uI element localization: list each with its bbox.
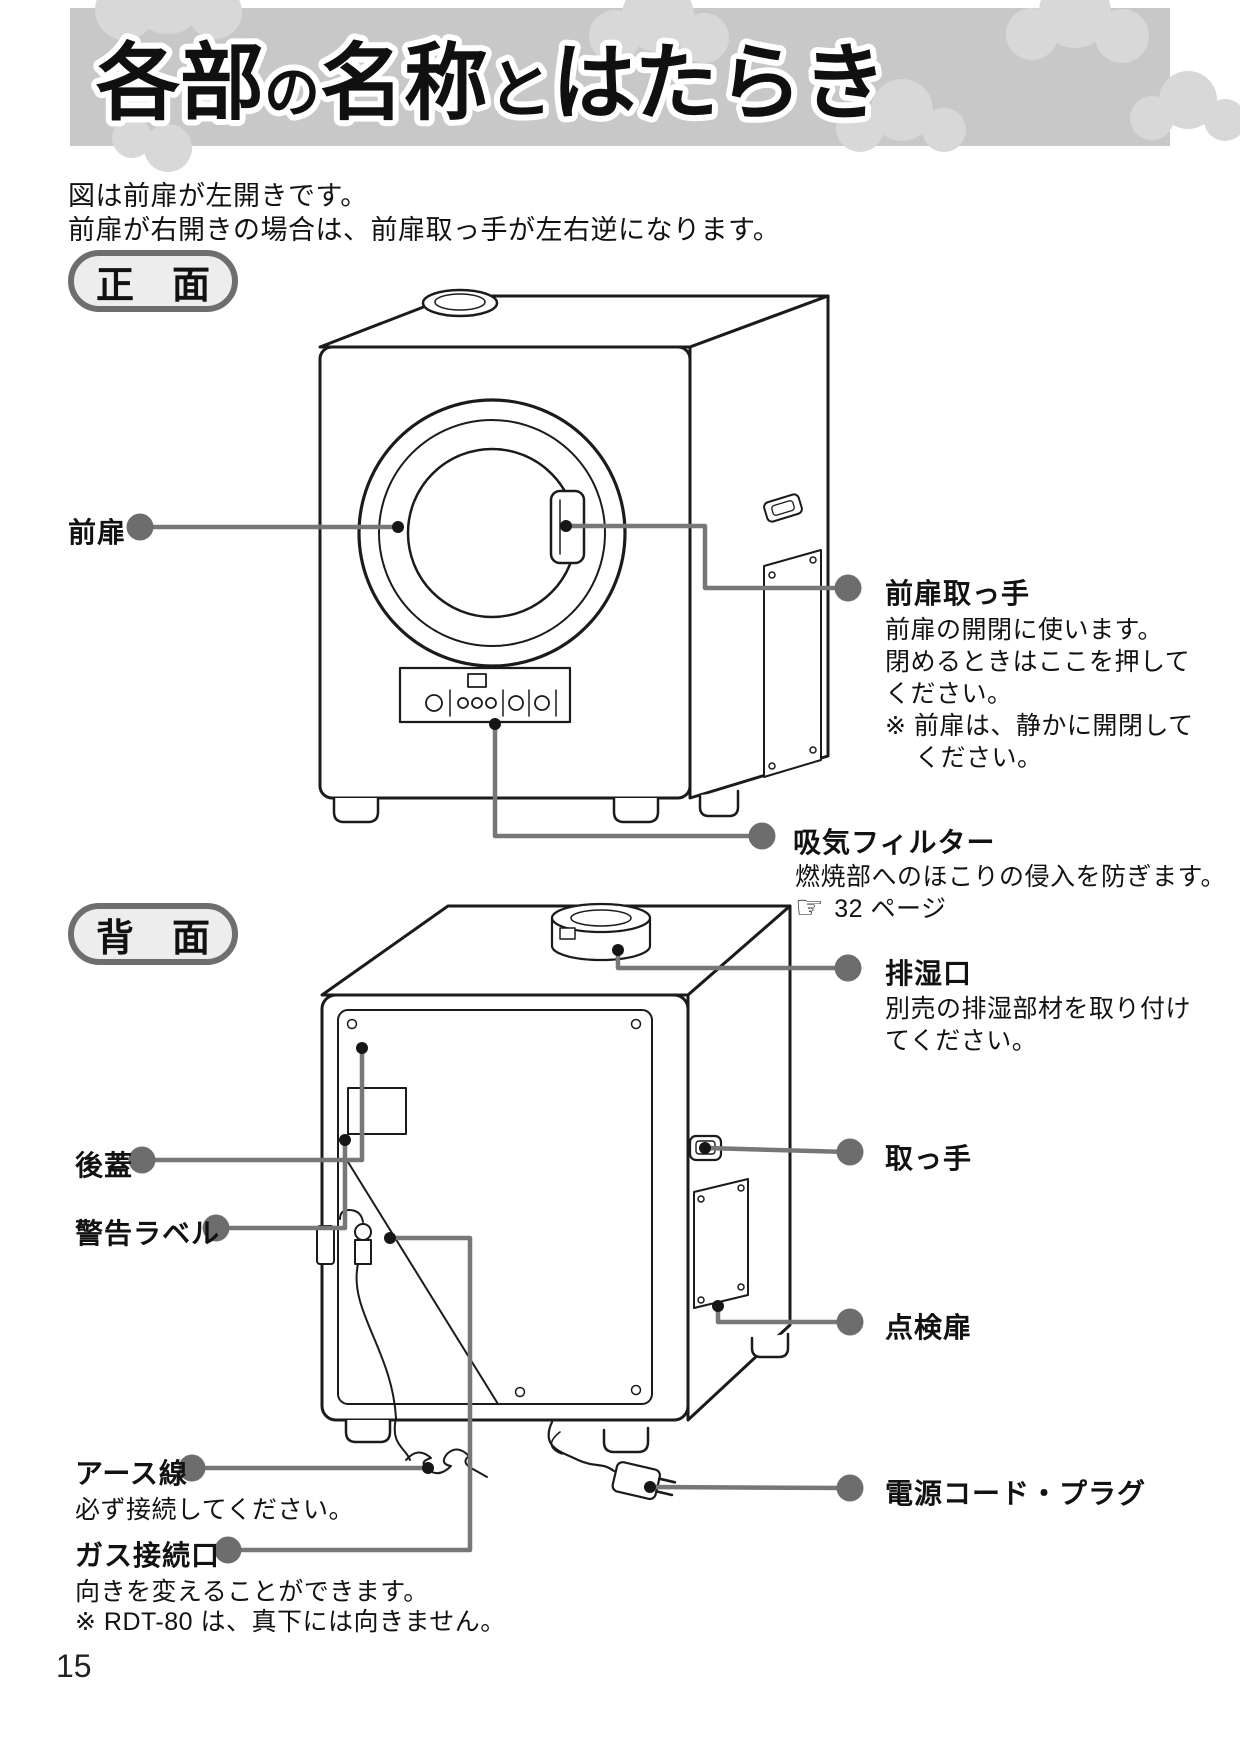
intake-filter-label: 吸気フィルター [793, 827, 996, 858]
exhaust-port-desc-2: てください。 [885, 1027, 1038, 1055]
back-foot-left [344, 1418, 392, 1444]
door-handle-desc-1: 前扉の開閉に使います。 [885, 616, 1164, 644]
earth-wire-desc: 必ず接続してください。 [75, 1496, 355, 1524]
leader-gas-connection [232, 1235, 473, 1553]
door-handle-label: 前扉取っ手 [885, 578, 1031, 609]
target-dots [339, 520, 724, 1493]
front-face [318, 345, 692, 800]
exhaust-port-shape [550, 902, 652, 962]
page-title: 各部の名称とはたらき [96, 36, 886, 130]
gas-connection-desc-1: 向きを変えることができます。 [75, 1578, 429, 1606]
exhaust-port-desc-1: 別売の排湿部材を取り付け [885, 995, 1192, 1023]
back-face [320, 993, 690, 1422]
inspection-door-shape [693, 1178, 749, 1309]
door-handle-note-1: ※ 前扉は、静かに開閉して [885, 712, 1194, 740]
back-view-badge: 背 面 [68, 903, 238, 965]
earth-wire-label: アース線 [75, 1458, 188, 1489]
warning-label-shape [347, 1087, 407, 1135]
back-foot-side [750, 1332, 790, 1359]
side-service-panel [763, 549, 822, 778]
front-view-badge: 正 面 [68, 250, 238, 312]
leader-door-handle [566, 523, 846, 591]
pointing-hand-icon: ☞ [795, 889, 825, 925]
title-banner: 各部の名称とはたらき [70, 0, 1240, 172]
front-foot-side [698, 789, 740, 818]
power-cord-label: 電源コード・プラグ [885, 1478, 1147, 1509]
title-part-kakubu: 各部 [96, 36, 264, 130]
intake-filter-desc: 燃焼部へのほこりの侵入を防ぎます。 [795, 863, 1227, 891]
title-part-to: と [488, 54, 552, 126]
back-cover-panel [337, 1009, 653, 1405]
page-number: 15 [56, 1648, 92, 1684]
side-bracket-shape [316, 1225, 335, 1265]
cloud-decorations [95, 0, 1240, 172]
intro-line-1: 図は前扉が左開きです。 [68, 181, 368, 211]
intake-filter-ref: ☞ 32 ページ [795, 889, 946, 925]
front-door-label: 前扉 [68, 517, 127, 548]
back-view-illustration [316, 902, 792, 1501]
control-panel [398, 666, 572, 724]
leader-inspection-door [715, 1308, 848, 1325]
intake-filter-ref-page: 32 ページ [834, 895, 947, 923]
label-end-dots [126, 513, 864, 1564]
gas-connection-label: ガス接続口 [75, 1540, 221, 1571]
leader-intake-filter [492, 724, 760, 839]
title-banner-art: 各部の名称とはたらき [70, 0, 1240, 172]
inspection-door-label: 点検扉 [885, 1312, 973, 1343]
title-part-meisho: 名称 [320, 36, 488, 130]
warning-label-label: 警告ラベル [75, 1218, 221, 1249]
front-foot-right [612, 796, 660, 824]
back-cover-label: 後蓋 [75, 1150, 134, 1181]
leader-warning-label [224, 1142, 348, 1231]
gas-connection-shape [339, 1209, 372, 1265]
back-foot-right [602, 1426, 650, 1454]
front-foot-left [332, 796, 380, 824]
front-view-illustration [318, 288, 830, 824]
door-handle-desc-3: ください。 [885, 680, 1013, 708]
side-slot-icon [763, 493, 803, 523]
leader-power-cord [649, 1484, 849, 1491]
cover-diagonal-seam [347, 1161, 499, 1405]
title-part-no: の [264, 61, 320, 124]
gas-connection-desc-2: ※ RDT-80 は、真下には向きません。 [75, 1608, 506, 1636]
intro-line-2: 前扉が右開きの場合は、前扉取っ手が左右逆になります。 [68, 215, 781, 245]
rear-handle-label: 取っ手 [885, 1143, 973, 1174]
leader-rear-handle [705, 1145, 849, 1155]
exhaust-port-label: 排湿口 [885, 958, 973, 989]
leader-back-cover [152, 1050, 365, 1163]
title-part-hataraki: はたらき [552, 36, 886, 130]
drum-door-outer-ring [357, 398, 627, 668]
door-handle-desc-2: 閉めるときはここを押して [885, 648, 1191, 676]
door-handle-note-2: ください。 [915, 744, 1043, 772]
